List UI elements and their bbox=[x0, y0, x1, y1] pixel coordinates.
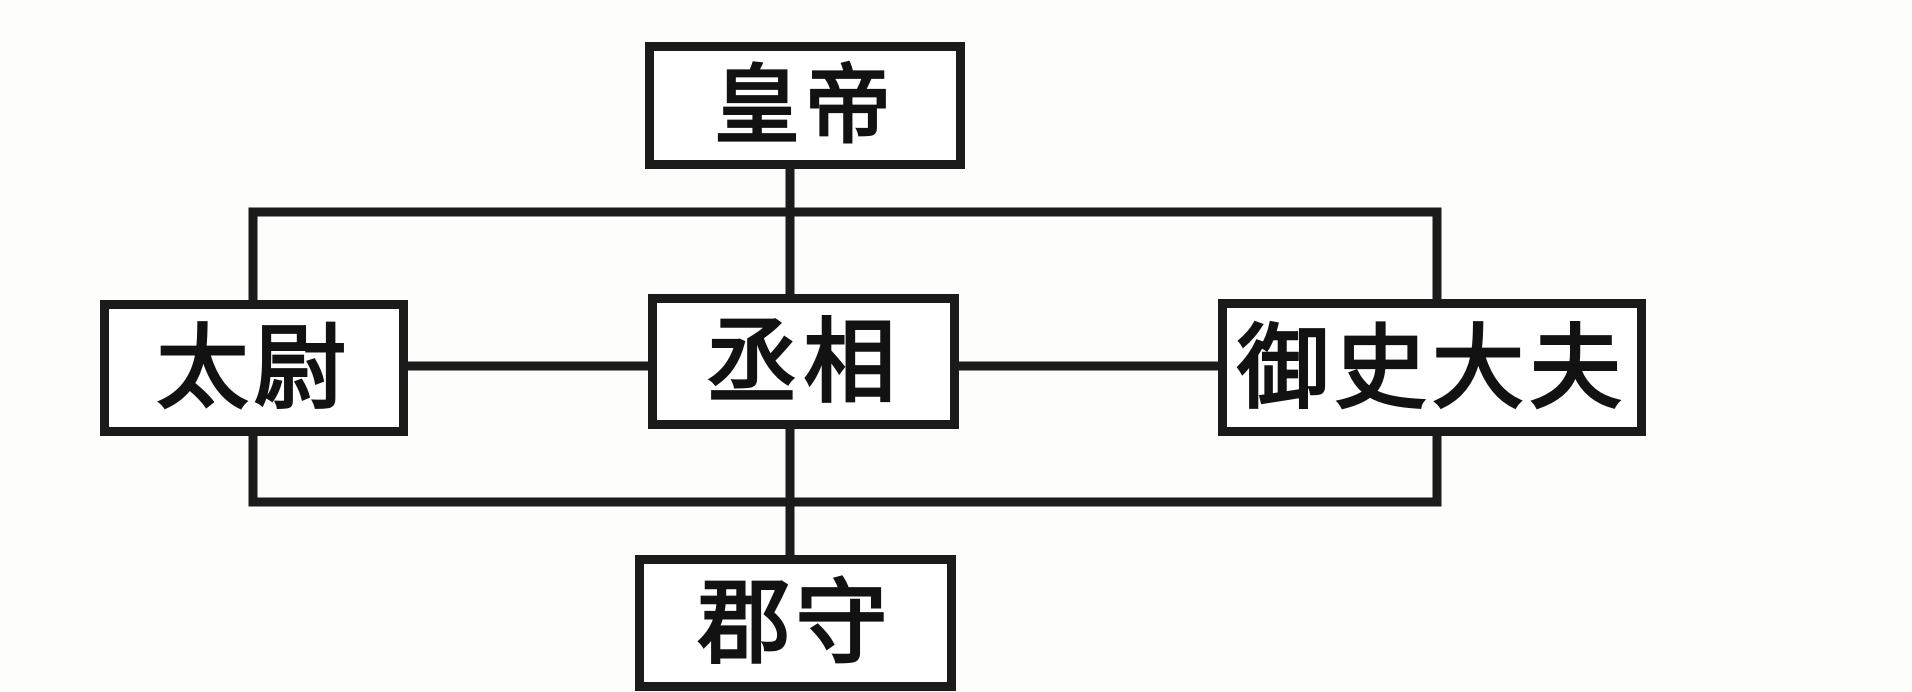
node-yushi[interactable]: 御史大夫 bbox=[1218, 299, 1646, 436]
node-junshou[interactable]: 郡守 bbox=[635, 555, 956, 691]
node-yushi-label: 御史大夫 bbox=[1236, 313, 1628, 422]
edge-emperor-bracket bbox=[248, 207, 1442, 300]
node-chengxiang-label: 丞相 bbox=[705, 307, 902, 416]
node-taiwei-label: 太尉 bbox=[156, 314, 352, 422]
edge-junshou-bracket bbox=[248, 436, 1442, 507]
node-emperor-label: 皇帝 bbox=[713, 54, 897, 156]
node-junshou-label: 郡守 bbox=[697, 569, 894, 677]
node-chengxiang[interactable]: 丞相 bbox=[648, 294, 959, 429]
node-taiwei[interactable]: 太尉 bbox=[100, 300, 408, 436]
node-emperor[interactable]: 皇帝 bbox=[645, 42, 965, 169]
